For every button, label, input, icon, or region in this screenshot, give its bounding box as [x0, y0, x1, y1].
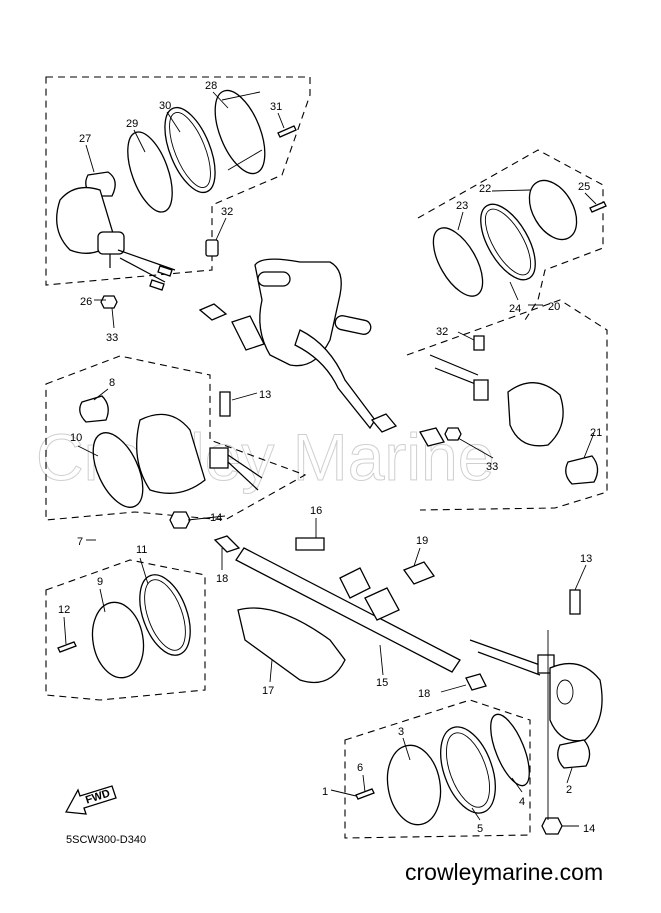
- rear-right-signal-parts: [429, 179, 607, 485]
- callout-13-left: 13: [259, 389, 271, 401]
- group-box-top-left: [45, 76, 311, 286]
- website-label: crowleymarine.com: [405, 859, 603, 885]
- callout-24: 24: [509, 303, 521, 315]
- group-box-right-signal: [406, 299, 608, 511]
- callout-15: 15: [376, 677, 388, 689]
- callout-22: 22: [479, 183, 491, 195]
- group-box-left-lens: [45, 559, 206, 701]
- callout-13-right: 13: [580, 553, 592, 565]
- callout-28: 28: [205, 80, 217, 92]
- callout-4: 4: [519, 796, 525, 808]
- group-box-right-lens: [344, 699, 531, 839]
- callout-20: 20: [548, 301, 560, 313]
- diagram-code: 5SCW300-D340: [66, 834, 146, 846]
- callout-9: 9: [97, 576, 103, 588]
- callout-5: 5: [477, 823, 483, 835]
- callout-labels: 1 2 3 4 5 6 7 8 9 10 11 12 13 13 14 14 1…: [58, 80, 602, 835]
- callout-2: 2: [566, 784, 572, 796]
- callout-18-left: 18: [216, 573, 228, 585]
- front-left-lens-parts: [57, 574, 191, 679]
- callout-32-left: 32: [221, 206, 233, 218]
- callout-30: 30: [159, 100, 171, 112]
- group-box-top-right: [417, 149, 604, 321]
- group-box-left-signal: [45, 355, 307, 521]
- callout-14-left: 14: [210, 512, 222, 524]
- leader-lines: [63, 91, 597, 827]
- callout-8: 8: [109, 377, 115, 389]
- callout-12: 12: [58, 604, 70, 616]
- front-left-signal-parts: [79, 391, 263, 529]
- callout-33-left: 33: [106, 332, 118, 344]
- callout-32-right: 32: [436, 326, 448, 338]
- callout-14-right: 14: [583, 823, 595, 835]
- callout-16: 16: [310, 505, 322, 517]
- callout-25: 25: [578, 181, 590, 193]
- callout-19: 19: [416, 535, 428, 547]
- callout-1: 1: [322, 786, 328, 798]
- callout-10: 10: [70, 432, 82, 444]
- callout-27: 27: [79, 133, 91, 145]
- callout-11: 11: [136, 544, 147, 556]
- callout-21: 21: [590, 427, 602, 439]
- callout-31: 31: [270, 101, 282, 113]
- callout-7: 7: [77, 536, 83, 548]
- callout-18-right: 18: [418, 688, 430, 700]
- callout-6: 6: [357, 762, 363, 774]
- callout-17: 17: [262, 685, 274, 697]
- front-bracket-parts: [213, 535, 487, 691]
- callout-33-right: 33: [486, 461, 498, 473]
- rear-bracket: [198, 258, 445, 447]
- fwd-arrow-icon: FWD: [64, 785, 117, 815]
- front-right-signal-parts: [469, 589, 603, 835]
- callout-3: 3: [398, 726, 404, 738]
- callout-26: 26: [80, 296, 92, 308]
- callout-23: 23: [456, 200, 468, 212]
- front-right-lens-parts: [355, 713, 530, 826]
- callout-29: 29: [126, 118, 138, 130]
